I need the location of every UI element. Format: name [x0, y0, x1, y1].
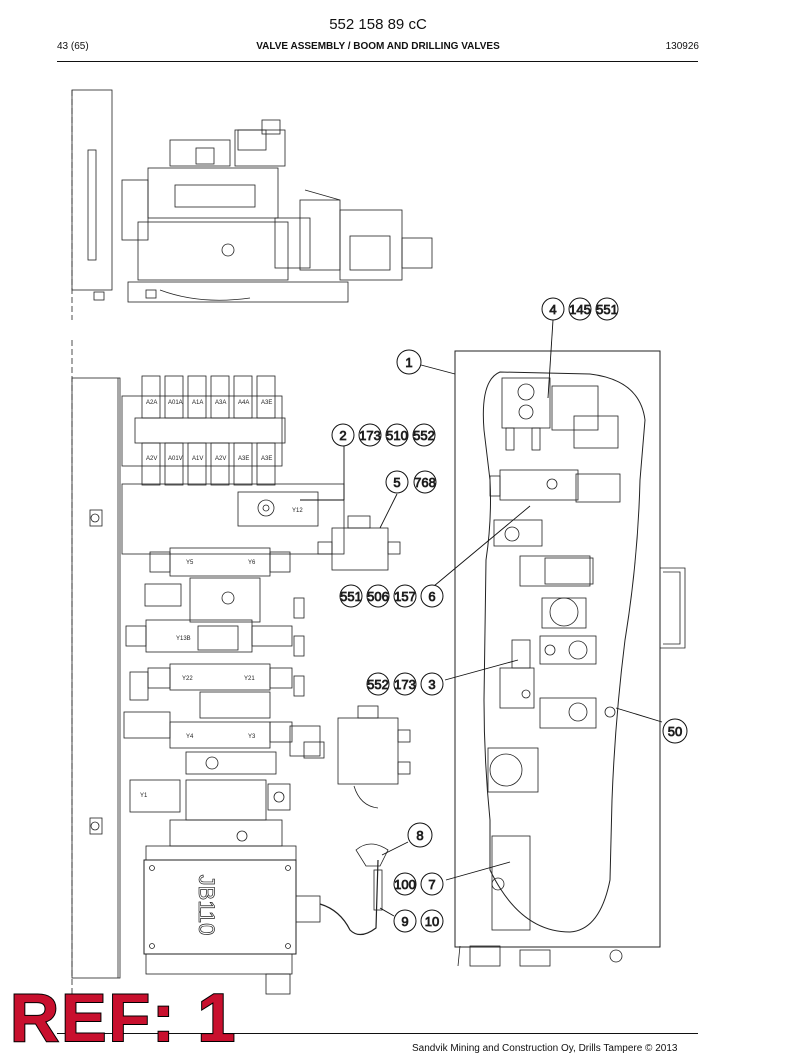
page-counter: 43 (65) [57, 41, 89, 52]
valve-label: Y6 [248, 560, 256, 566]
date-code: 130926 [665, 41, 699, 52]
junction-box-label: JB110 [194, 875, 219, 936]
solenoid-label: A1A [192, 400, 203, 406]
valve-label: Y1 [140, 793, 148, 799]
valve-label: Y21 [244, 676, 255, 682]
reference-label: REF: 1 [9, 980, 238, 1056]
callout-506: 506 [367, 589, 389, 604]
callout-3: 3 [428, 677, 435, 692]
top-view [71, 89, 433, 320]
mounting-plate [454, 350, 686, 967]
page-title: VALVE ASSEMBLY / BOOM AND DRILLING VALVE… [256, 41, 500, 52]
solenoid-label: A1V [192, 456, 203, 462]
callout-552: 552 [367, 677, 389, 692]
callout-551: 551 [340, 589, 362, 604]
callout-1: 1 [405, 355, 412, 370]
callout-10: 10 [425, 914, 439, 929]
solenoid-label: A01V [168, 456, 183, 462]
callouts: 4 145 551 1 2 173 510 552 5 768 551 506 … [331, 297, 688, 933]
solenoid-label: A3E [261, 456, 272, 462]
callout-4: 4 [549, 302, 556, 317]
front-panel: A2A A01A A1A A3A A4A A3E A2V A01V A1V A2… [71, 340, 411, 1030]
valve-label: Y4 [186, 734, 194, 740]
header-rule [57, 61, 698, 62]
solenoid-label: A2A [146, 400, 157, 406]
solenoid-label: A01A [168, 400, 183, 406]
callout-510: 510 [386, 428, 408, 443]
solenoid-label: A3E [238, 456, 249, 462]
callout-173: 173 [359, 428, 381, 443]
footer-rule [57, 1033, 698, 1034]
solenoid-label: A2V [146, 456, 157, 462]
valve-label: Y22 [182, 676, 193, 682]
callout-157: 157 [394, 589, 416, 604]
solenoid-label: A2V [215, 456, 226, 462]
callout-8: 8 [416, 828, 423, 843]
callout-5: 5 [393, 475, 400, 490]
callout-768: 768 [414, 475, 436, 490]
callout-6: 6 [428, 589, 435, 604]
solenoid-label: A3A [215, 400, 226, 406]
leader-lines [300, 319, 663, 917]
callout-7: 7 [428, 877, 435, 892]
valve-label: Y12 [292, 508, 303, 514]
callout-2: 2 [339, 428, 346, 443]
document-number: 552 158 89 cC [329, 16, 427, 33]
valve-label: Y3 [248, 734, 256, 740]
callout-173: 173 [394, 677, 416, 692]
callout-552: 552 [413, 428, 435, 443]
callout-50: 50 [668, 724, 682, 739]
callout-145: 145 [569, 302, 591, 317]
footer-copyright: Sandvik Mining and Construction Oy, Dril… [412, 1043, 678, 1054]
callout-551: 551 [596, 302, 618, 317]
callout-9: 9 [401, 914, 408, 929]
solenoid-label: A3E [261, 400, 272, 406]
valve-label: Y5 [186, 560, 194, 566]
solenoid-label: A4A [238, 400, 249, 406]
valve-label: Y13B [176, 636, 191, 642]
callout-100: 100 [394, 877, 416, 892]
solenoid-stack [134, 375, 286, 486]
